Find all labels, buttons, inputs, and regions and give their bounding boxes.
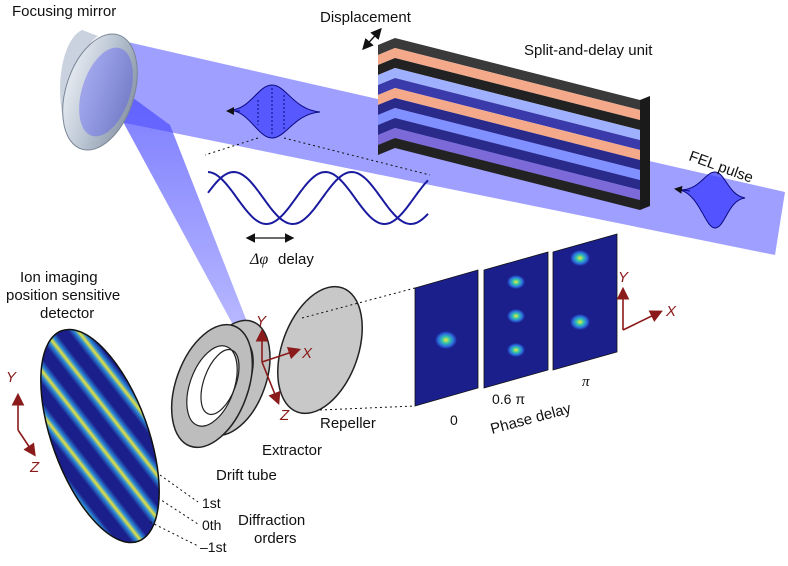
- zoom-line-left: [204, 137, 259, 156]
- delay-label: delay: [278, 251, 314, 268]
- phase-0-label: 0: [450, 412, 458, 428]
- fel-beam-focused: [95, 70, 262, 360]
- order-leader-minus1st: [149, 521, 199, 547]
- order-leader-0th: [157, 497, 199, 525]
- diffraction-label-line2: orders: [254, 530, 297, 547]
- repeller-plate: [277, 285, 363, 415]
- order-leader-1st: [159, 474, 199, 503]
- phase-pi-label: π: [582, 374, 590, 390]
- phase-waves: [207, 170, 429, 226]
- detector-label-line3: detector: [40, 305, 94, 322]
- split-delay-unit: [378, 38, 650, 210]
- panel-axes: [616, 286, 663, 331]
- displacement-arrow: [362, 27, 382, 51]
- phase-06pi-label: 0.6 π: [492, 391, 525, 407]
- panel-axis-y: Y: [618, 269, 629, 286]
- order-0th-label: 0th: [202, 517, 221, 533]
- panel-leader-bottom: [319, 405, 416, 411]
- focusing-mirror-label: Focusing mirror: [12, 3, 116, 20]
- displacement-label: Displacement: [320, 9, 412, 26]
- extractor-drift-tube: [170, 319, 271, 449]
- detector-axes: [11, 392, 36, 457]
- interaction-axis-x: X: [301, 345, 313, 362]
- order-minus1st-label: –1st: [200, 539, 227, 555]
- interaction-axis-z: Z: [279, 407, 290, 424]
- pulse-near-mirror: [226, 84, 321, 139]
- detector-axis-y: Y: [6, 369, 17, 386]
- drift-tube-label: Drift tube: [216, 467, 277, 484]
- repeller-label: Repeller: [320, 415, 376, 432]
- panel-axis-x: X: [665, 303, 677, 320]
- order-1st-label: 1st: [202, 495, 221, 511]
- detector-axis-z: Z: [29, 459, 40, 476]
- panel-phase-pi: [552, 233, 618, 371]
- detector-label-line1: Ion imaging: [20, 269, 98, 286]
- focusing-mirror: [60, 30, 138, 151]
- diffraction-label-line1: Diffraction: [238, 512, 305, 529]
- pulse-fel: [674, 171, 746, 229]
- phase-panels: [414, 233, 618, 407]
- detector-label-line2: position sensitive: [6, 287, 120, 304]
- interaction-axis-y: Y: [256, 313, 267, 330]
- interaction-axes: [255, 328, 302, 405]
- split-delay-label: Split-and-delay unit: [524, 42, 653, 59]
- extractor-label: Extractor: [262, 442, 322, 459]
- zoom-line-right: [283, 137, 431, 176]
- delta-phi-label: Δφ: [249, 251, 268, 268]
